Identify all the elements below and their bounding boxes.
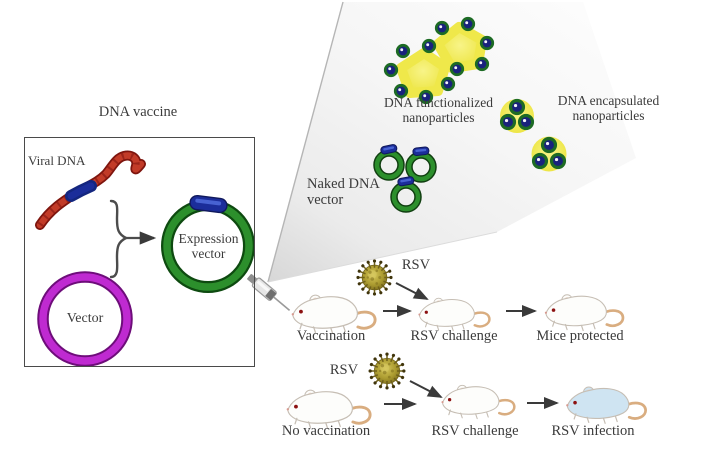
syringe-icon (247, 274, 291, 311)
arrow-rsv-to-challenge-1 (395, 282, 429, 300)
rsv-virus-icon-row1 (356, 259, 392, 295)
vector-label: Vector (66, 311, 104, 326)
rsv-virus-icon-row2 (369, 353, 406, 390)
viral-dna-label: Viral DNA (28, 153, 86, 168)
merge-brace-icon (109, 199, 157, 279)
dna-functionalized-nanoparticles-icon (383, 16, 495, 105)
rsv-challenge-label-row2: RSV challenge (431, 423, 519, 439)
expression-vector-label-line2: vector (191, 246, 226, 262)
dna-vaccine-panel (24, 137, 255, 367)
viral-dna-icon (35, 150, 146, 230)
rsv-label-row1: RSV (401, 257, 431, 273)
naked-label-line2: vector (307, 191, 344, 208)
mouse-icon-rsv-challenge-2 (440, 384, 516, 420)
arrow-rsv-to-challenge-2 (409, 380, 443, 398)
encapsulated-label-line1: DNA encapsulated (557, 93, 660, 108)
naked-dna-vector-icon (373, 144, 437, 213)
rsv-infection-label: RSV infection (551, 423, 635, 439)
vaccination-label: Vaccination (296, 328, 366, 344)
mouse-icon-infected (564, 385, 647, 425)
expression-vector-icon (161, 194, 255, 293)
no-vaccination-label: No vaccination (281, 423, 371, 439)
rsv-label-row2: RSV (329, 362, 359, 378)
naked-label-line1: Naked DNA (307, 176, 380, 192)
panel-title: DNA vaccine (98, 104, 178, 120)
rsv-challenge-label-row1: RSV challenge (410, 328, 498, 344)
mouse-icon-rsv-challenge-1 (417, 296, 491, 332)
functionalized-nanoparticles-label: DNA functionalized nanoparticles (361, 95, 516, 125)
vector-icon (37, 271, 133, 367)
functionalized-label-line2: nanoparticles (402, 110, 475, 126)
expression-vector-label-line1: Expression (178, 231, 239, 246)
dna-encapsulated-nanoparticles-icon (499, 98, 567, 172)
encapsulated-nanoparticles-label: DNA encapsulated nanoparticles (536, 93, 681, 123)
functionalized-label-line1: DNA functionalized (383, 95, 494, 110)
expression-vector-label: Expression vector (160, 231, 257, 261)
naked-dna-vector-label: Naked DNA vector (307, 176, 380, 209)
encapsulated-label-line2: nanoparticles (572, 108, 645, 124)
mouse-icon-protected (543, 293, 625, 332)
delivery-cone (267, 1, 636, 283)
mice-protected-label: Mice protected (536, 328, 624, 344)
